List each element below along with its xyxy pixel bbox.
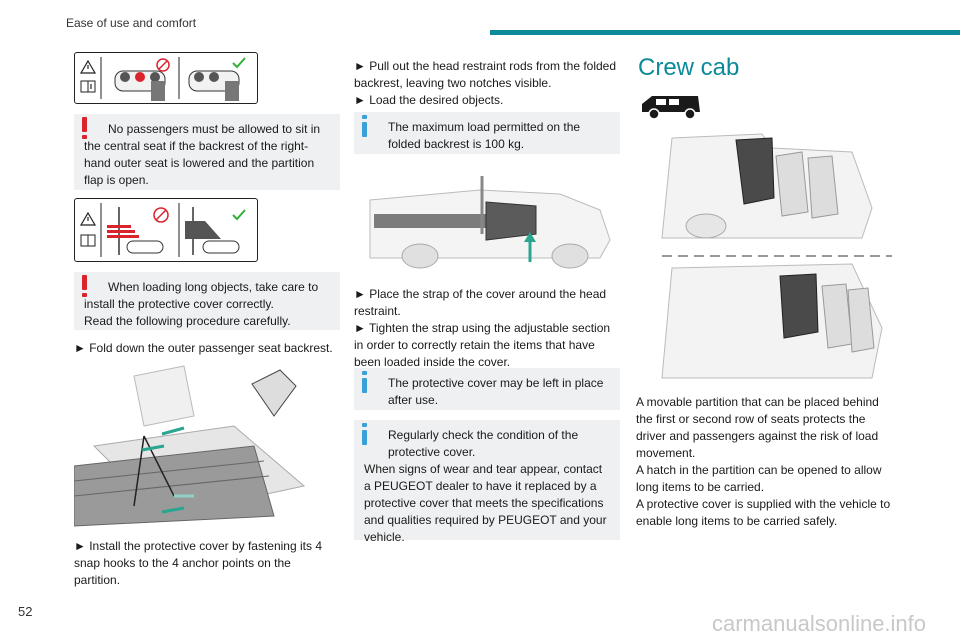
step-pull-head-restraint: ► Pull out the head restraint rods from … bbox=[354, 59, 617, 90]
info-note-cover-left: The protective cover may be left in plac… bbox=[354, 368, 620, 410]
prohibited-icon bbox=[156, 58, 170, 72]
warning-note-text-b: Read the following procedure carefully. bbox=[84, 314, 291, 328]
info-note-text: The maximum load permitted on the folded… bbox=[388, 120, 581, 151]
page-number: 52 bbox=[18, 604, 33, 619]
van-load-drawing bbox=[369, 176, 611, 269]
prohibited-icon bbox=[153, 207, 169, 223]
header-accent-bar bbox=[490, 30, 960, 35]
step-load-objects: ► Load the desired objects. bbox=[354, 93, 504, 107]
long-load-with-cover-icon bbox=[185, 207, 240, 255]
watermark: carmanualsonline.info bbox=[712, 611, 927, 636]
warning-note-text: No passengers must be allowed to sit in … bbox=[84, 122, 321, 187]
warning-note-1: No passengers must be allowed to sit in … bbox=[74, 114, 340, 190]
cover-fastening-drawing bbox=[73, 356, 340, 530]
hatch-description: A hatch in the partition can be opened t… bbox=[636, 463, 882, 494]
van-silhouette-icon bbox=[642, 96, 700, 120]
warning-triangle-icon bbox=[79, 59, 97, 74]
warning-note-text-a: When loading long objects, take care to … bbox=[84, 280, 319, 311]
up-arrow-icon bbox=[524, 232, 536, 262]
check-icon bbox=[232, 57, 246, 69]
step-tighten-strap: ► Tighten the strap using the adjustable… bbox=[354, 321, 611, 369]
partition-first-row-view bbox=[661, 133, 873, 239]
info-note-text-a: Regularly check the condition of the pro… bbox=[388, 428, 579, 459]
protective-cover-description: A protective cover is supplied with the … bbox=[636, 497, 891, 528]
partition-description: A movable partition that can be placed b… bbox=[636, 395, 879, 460]
info-note-max-load: The maximum load permitted on the folded… bbox=[354, 112, 620, 154]
cover-fastening-illustration bbox=[73, 356, 340, 530]
section-title: Crew cab bbox=[638, 54, 740, 81]
info-icon bbox=[362, 371, 367, 393]
seat-pictogram-panel-1 bbox=[74, 52, 258, 104]
info-note-text: The protective cover may be left in plac… bbox=[388, 376, 604, 407]
seat-pictogram-1 bbox=[79, 57, 246, 101]
running-header: Ease of use and comfort bbox=[66, 16, 197, 30]
warning-icon bbox=[82, 275, 87, 297]
seat-occupied-icon bbox=[114, 70, 166, 101]
load-on-backrest-illustration bbox=[360, 170, 618, 270]
seat-pictogram-panel-2 bbox=[74, 198, 258, 262]
step-place-strap: ► Place the strap of the cover around th… bbox=[354, 287, 607, 318]
seat-allowed-icon bbox=[188, 70, 240, 101]
info-note-text-b: When signs of wear and tear appear, cont… bbox=[364, 462, 607, 544]
manual-book-icon bbox=[80, 234, 96, 247]
partition-drawing bbox=[661, 133, 892, 379]
warning-icon bbox=[82, 117, 87, 139]
info-icon bbox=[362, 423, 367, 445]
warning-note-2: When loading long objects, take care to … bbox=[74, 272, 340, 330]
long-load-without-cover-icon bbox=[107, 207, 164, 255]
info-note-check-cover: Regularly check the condition of the pro… bbox=[354, 420, 620, 544]
info-icon bbox=[362, 115, 367, 137]
crew-cab-icon bbox=[638, 92, 704, 120]
check-icon bbox=[232, 209, 246, 221]
step-install-cover: ► Install the protective cover by fasten… bbox=[74, 539, 322, 587]
crew-cab-partition-illustration bbox=[652, 128, 896, 384]
partition-second-row-view bbox=[661, 263, 883, 379]
warning-triangle-icon bbox=[79, 211, 97, 226]
anchor-arrow-icon bbox=[141, 426, 194, 514]
seat-pictogram-2 bbox=[79, 203, 246, 257]
step-fold-backrest: ► Fold down the outer passenger seat bac… bbox=[74, 341, 333, 355]
manual-book-icon bbox=[80, 80, 96, 93]
